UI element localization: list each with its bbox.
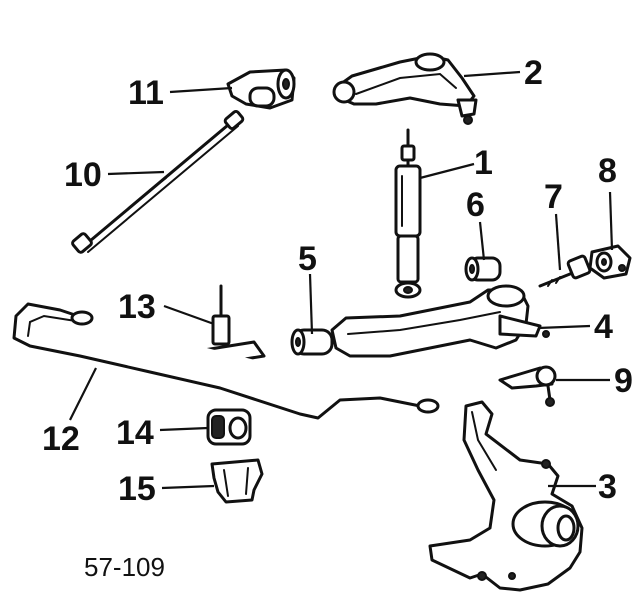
callout-9: 9 bbox=[614, 362, 633, 400]
leader-10 bbox=[107, 170, 165, 176]
part-15-insulator-bracket bbox=[210, 458, 264, 504]
part-3-steering-knuckle bbox=[428, 400, 584, 592]
leader-15 bbox=[161, 484, 215, 490]
leader-12 bbox=[69, 367, 97, 421]
leader-13 bbox=[163, 304, 215, 326]
part-11-bushing-bracket bbox=[226, 68, 296, 110]
leader-1 bbox=[419, 162, 475, 180]
leader-5 bbox=[308, 273, 314, 335]
part-2-upper-control-arm bbox=[332, 52, 478, 125]
part-4-lower-control-arm bbox=[330, 284, 550, 358]
part-7-bolt bbox=[538, 254, 592, 288]
callout-7: 7 bbox=[544, 178, 563, 216]
leader-2 bbox=[463, 70, 521, 78]
part-14-insulator bbox=[206, 408, 252, 446]
callout-12: 12 bbox=[42, 420, 80, 458]
leader-14 bbox=[159, 426, 209, 432]
callout-4: 4 bbox=[594, 308, 613, 346]
callout-15: 15 bbox=[118, 470, 156, 508]
callout-5: 5 bbox=[298, 240, 317, 278]
callout-10: 10 bbox=[64, 156, 102, 194]
callout-2: 2 bbox=[524, 54, 543, 92]
part-9-ball-joint bbox=[498, 365, 557, 407]
part-6-bushing bbox=[464, 256, 502, 282]
callout-14: 14 bbox=[116, 414, 154, 452]
leader-11 bbox=[169, 86, 233, 94]
leader-7 bbox=[554, 213, 562, 271]
callout-6: 6 bbox=[466, 186, 485, 224]
part-1-shock-absorber bbox=[394, 128, 422, 299]
leader-8 bbox=[608, 191, 614, 251]
part-12-stabilizer-bar bbox=[12, 302, 440, 420]
part-5-bushing bbox=[290, 328, 334, 356]
leader-6 bbox=[478, 221, 486, 261]
callout-8: 8 bbox=[598, 152, 617, 190]
leader-4 bbox=[537, 324, 591, 330]
callout-3: 3 bbox=[598, 468, 617, 506]
callout-11: 11 bbox=[128, 74, 164, 112]
part-10-strut-rod bbox=[71, 109, 245, 254]
figure-reference-number: 57-109 bbox=[84, 552, 165, 582]
callout-13: 13 bbox=[118, 288, 156, 326]
callout-1: 1 bbox=[474, 144, 493, 182]
part-8-pivot-bracket bbox=[588, 244, 632, 280]
